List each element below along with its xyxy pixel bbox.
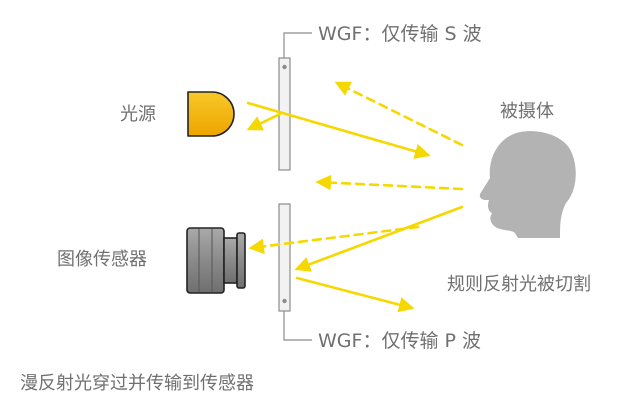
lamp-icon [187, 91, 235, 137]
label-wgf-bottom: WGF：仅传输 P 波 [318, 330, 481, 352]
label-regular-reflection-cut: 规则反射光被切割 [447, 274, 591, 295]
camera-lens-icon [186, 227, 246, 294]
wgf-bottom-filter [278, 203, 291, 312]
ray-to-bottom-filter [294, 205, 464, 272]
wgf-bottom-leader [283, 310, 312, 341]
label-diffuse-reflection: 漫反射光穿过并传输到传感器 [20, 373, 254, 394]
label-light-source: 光源 [120, 104, 156, 125]
ray-incident [246, 101, 431, 159]
ray-dashed-middle [315, 174, 464, 191]
label-subject: 被摄体 [500, 101, 554, 122]
wgf-top-leader [283, 32, 312, 58]
light-rays [246, 81, 464, 313]
ray-bottom-out [295, 276, 415, 313]
head-silhouette-icon [479, 131, 576, 238]
label-image-sensor: 图像传感器 [57, 249, 147, 270]
ray-return-lamp [246, 112, 282, 131]
ray-dashed-to-sensor [248, 225, 420, 255]
label-wgf-top: WGF：仅传输 S 波 [318, 23, 482, 45]
ray-dashed-upper [334, 81, 464, 147]
